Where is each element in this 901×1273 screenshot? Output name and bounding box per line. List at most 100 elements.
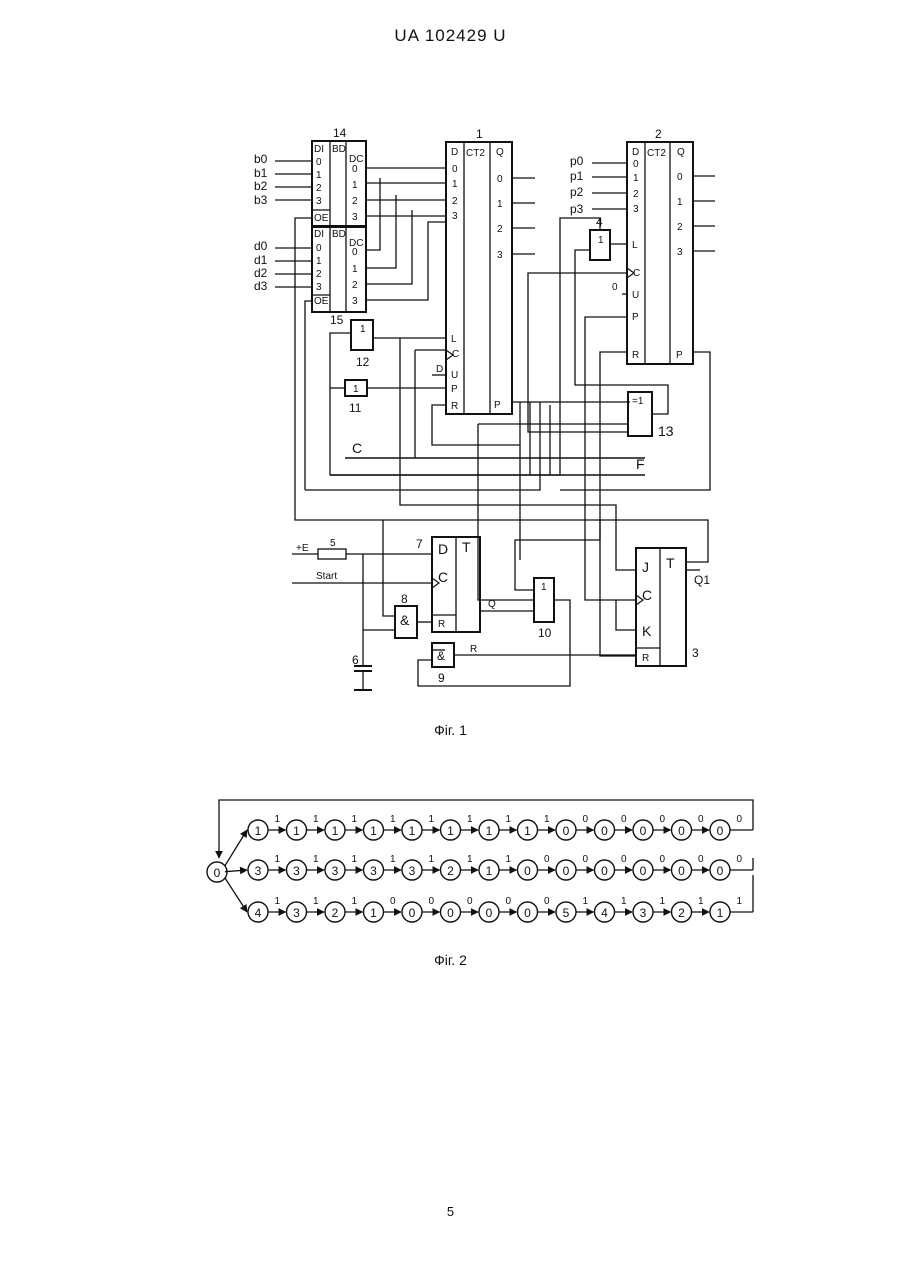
input-p0: p0 [570,154,584,168]
b15-dc-2: 2 [352,280,358,291]
resistor-5 [318,549,346,559]
state-node [479,820,499,840]
b14-di-0: 0 [316,157,322,168]
state-node-label: 1 [332,824,339,838]
state-node [364,902,384,922]
state-node-label: 4 [601,906,608,920]
state-node [479,860,499,880]
state-edge-label: 0 [544,896,550,907]
state-node-label: 2 [332,906,339,920]
state-edge-label: 0 [428,896,434,907]
bus-c-label: C [352,440,362,456]
counter-2-type: CT2 [647,148,666,159]
b14-di-3: 3 [316,196,322,207]
state-node-label: 0 [563,824,570,838]
counter-1-pout: P [494,400,501,411]
counter-2-q: Q [677,147,685,158]
state-node-label: 0 [640,824,647,838]
b14-dc-1: 1 [352,180,358,191]
state-node-label: 1 [486,864,493,878]
state-edge-label: 1 [505,854,511,865]
state-node-label: 0 [678,824,685,838]
state-node-label: 0 [524,864,531,878]
state-node [479,902,499,922]
state-node [633,902,653,922]
state-edge-label: 0 [698,814,704,825]
state-edge-label: 0 [467,896,473,907]
state-node-label: 3 [293,864,300,878]
figure-1-caption: Фіг. 1 [0,722,901,738]
block-14-oe: OE [314,213,329,224]
state-node-label: 0 [678,864,685,878]
state-node [710,820,730,840]
trigger-3-k: K [642,623,652,639]
gate-4-number: 4 [596,215,603,229]
gate-11-symbol: 1 [353,384,359,395]
counter-1-q: Q [496,147,504,158]
c2-d3: 3 [633,204,639,215]
state-node [325,860,345,880]
start-label: Start [316,571,337,582]
state-node [287,820,307,840]
state-edge-label: 0 [736,814,742,825]
state-node [556,860,576,880]
r-label: R [470,644,477,655]
input-p1: p1 [570,169,584,183]
state-node-label: 1 [447,824,454,838]
state-node [325,820,345,840]
state-node [710,860,730,880]
counter-2-number: 2 [655,127,662,141]
input-d0: d0 [254,239,268,253]
state-node [402,902,422,922]
state-edge-label: 0 [736,854,742,865]
state-edge-label: 1 [659,896,665,907]
state-edge-label: 0 [582,854,588,865]
block-14-number: 14 [333,126,347,140]
counter-2-r: R [632,350,639,361]
c1-d2: 2 [452,196,458,207]
state-edge-label: 1 [582,896,588,907]
c1-d3: 3 [452,211,458,222]
state-edge-label: 1 [351,896,357,907]
state-node-label: 0 [486,906,493,920]
state-node-label: 3 [409,864,416,878]
counter-1-r: R [451,401,458,412]
trigger-7-d: D [438,541,448,557]
state-edge-label: 1 [621,896,627,907]
gate-13-symbol: =1 [632,396,644,407]
state-node-label: 3 [293,906,300,920]
trigger-3-c: C [642,587,652,603]
state-edge-label: 0 [621,814,627,825]
counter-1-p: P [451,384,458,395]
state-node-label: 2 [447,864,454,878]
state-start-label: 0 [214,866,221,880]
state-edge-label: 1 [274,896,280,907]
state-node [595,902,615,922]
state-edge-label: 0 [544,854,550,865]
state-node [364,820,384,840]
trigger-3-t: T [666,555,675,571]
c2-q1: 1 [677,197,683,208]
state-edge-label: 1 [313,854,319,865]
counter-2-u: U [632,290,639,301]
gate-12-symbol: 1 [360,324,366,335]
counter-1-u: U [451,370,458,381]
state-node [518,820,538,840]
state-node-label: 3 [370,864,377,878]
state-edge-label: 1 [313,896,319,907]
state-node-label: 1 [717,906,724,920]
b14-di-1: 1 [316,170,322,181]
gate-9-symbol: & [437,649,445,663]
state-node [595,860,615,880]
c2-q2: 2 [677,222,683,233]
c1-d1: 1 [452,179,458,190]
state-node-label: 4 [255,906,262,920]
state-node [518,902,538,922]
state-start-node [207,862,227,882]
bus-f-label: F [636,456,645,472]
trigger-7-t: T [462,539,471,555]
gate-13-number: 13 [658,423,674,439]
state-node-label: 3 [640,906,647,920]
state-node [595,820,615,840]
state-branch-edge [225,870,247,872]
